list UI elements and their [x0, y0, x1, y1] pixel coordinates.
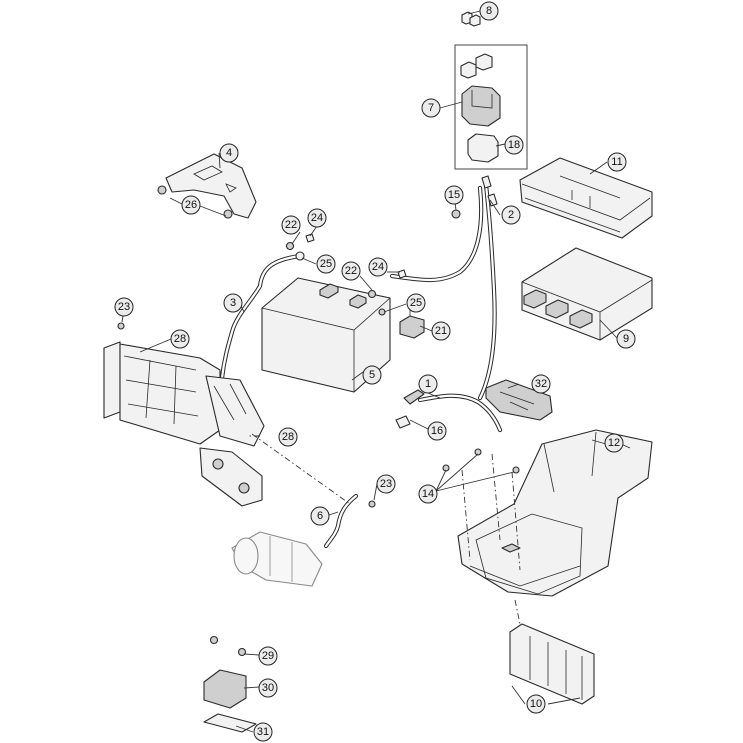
part-2-cable	[389, 175, 498, 401]
callout-22-a[interactable]: 22	[281, 215, 301, 235]
callout-8[interactable]: 8	[479, 1, 499, 21]
part-10-fuse-holders	[509, 623, 595, 705]
callout-label: 16	[431, 425, 443, 437]
callout-label: 5	[369, 369, 375, 381]
callout-label: 10	[530, 698, 542, 710]
callout-29[interactable]: 29	[258, 646, 278, 666]
callout-label: 14	[422, 488, 434, 500]
part-6-cable	[323, 493, 376, 549]
part-14-screws	[442, 448, 520, 474]
callout-label: 15	[448, 189, 460, 201]
callout-label: 18	[508, 139, 520, 151]
part-5-battery	[261, 277, 391, 393]
callout-label: 21	[435, 325, 447, 337]
callout-label: 25	[410, 297, 422, 309]
callout-24-a[interactable]: 24	[307, 208, 327, 228]
callout-32[interactable]: 32	[531, 374, 551, 394]
callout-label: 22	[285, 219, 297, 231]
callout-31[interactable]: 31	[253, 722, 273, 742]
callout-label: 32	[535, 378, 547, 390]
callout-7[interactable]: 7	[421, 98, 441, 118]
callout-label: 1	[425, 378, 431, 390]
callout-25-b[interactable]: 25	[406, 293, 426, 313]
part-4-bracket	[157, 153, 257, 219]
callout-label: 24	[311, 212, 323, 224]
callout-16[interactable]: 16	[427, 421, 447, 441]
sensor-assembly	[203, 635, 257, 733]
part-12-tray	[457, 429, 653, 597]
callout-14[interactable]: 14	[418, 484, 438, 504]
callout-10[interactable]: 10	[526, 694, 546, 714]
callout-23-a[interactable]: 23	[114, 297, 134, 317]
callout-26[interactable]: 26	[181, 195, 201, 215]
callout-5[interactable]: 5	[362, 365, 382, 385]
callout-label: 30	[262, 682, 274, 694]
callout-24-b[interactable]: 24	[368, 257, 388, 277]
callout-25-a[interactable]: 25	[316, 254, 336, 274]
callout-4[interactable]: 4	[219, 143, 239, 163]
callout-label: 2	[508, 209, 514, 221]
callout-label: 7	[428, 102, 434, 114]
callout-2[interactable]: 2	[501, 205, 521, 225]
callout-11[interactable]: 11	[607, 152, 627, 172]
callout-15[interactable]: 15	[444, 185, 464, 205]
callout-22-b[interactable]: 22	[341, 261, 361, 281]
callout-label: 22	[345, 265, 357, 277]
callout-label: 28	[282, 431, 294, 443]
callout-label: 4	[226, 147, 232, 159]
callout-label: 23	[380, 478, 392, 490]
part-7-fuse-box-group	[454, 44, 528, 170]
callout-label: 24	[372, 261, 384, 273]
callout-18[interactable]: 18	[504, 135, 524, 155]
callout-3[interactable]: 3	[223, 293, 243, 313]
callout-label: 11	[611, 156, 622, 168]
part-15-grommet	[451, 209, 461, 219]
callout-label: 6	[317, 510, 323, 522]
frame-assembly	[103, 322, 265, 507]
callout-label: 25	[320, 258, 332, 270]
callout-23-b[interactable]: 23	[376, 474, 396, 494]
callout-9[interactable]: 9	[616, 329, 636, 349]
callout-label: 28	[174, 333, 186, 345]
callout-label: 8	[486, 5, 492, 17]
callout-1[interactable]: 1	[418, 374, 438, 394]
callout-12[interactable]: 12	[604, 433, 624, 453]
callout-28-a[interactable]: 28	[170, 329, 190, 349]
callout-label: 26	[185, 199, 197, 211]
part-1-cable	[395, 389, 503, 433]
callout-label: 3	[230, 297, 236, 309]
part-11-ecu-cover	[519, 157, 653, 239]
starter-motor	[231, 531, 323, 587]
part-21-relay	[399, 307, 425, 339]
callout-label: 23	[118, 301, 130, 313]
callout-28-b[interactable]: 28	[278, 427, 298, 447]
callout-label: 12	[608, 437, 620, 449]
part-32-cover	[485, 379, 553, 421]
part-9-ecu-unit	[521, 247, 653, 341]
callout-6[interactable]: 6	[310, 506, 330, 526]
callout-label: 29	[262, 650, 274, 662]
callout-30[interactable]: 30	[258, 678, 278, 698]
callout-label: 31	[257, 726, 269, 738]
callout-label: 9	[623, 333, 629, 345]
part-8-clips	[461, 11, 481, 27]
callout-21[interactable]: 21	[431, 321, 451, 341]
